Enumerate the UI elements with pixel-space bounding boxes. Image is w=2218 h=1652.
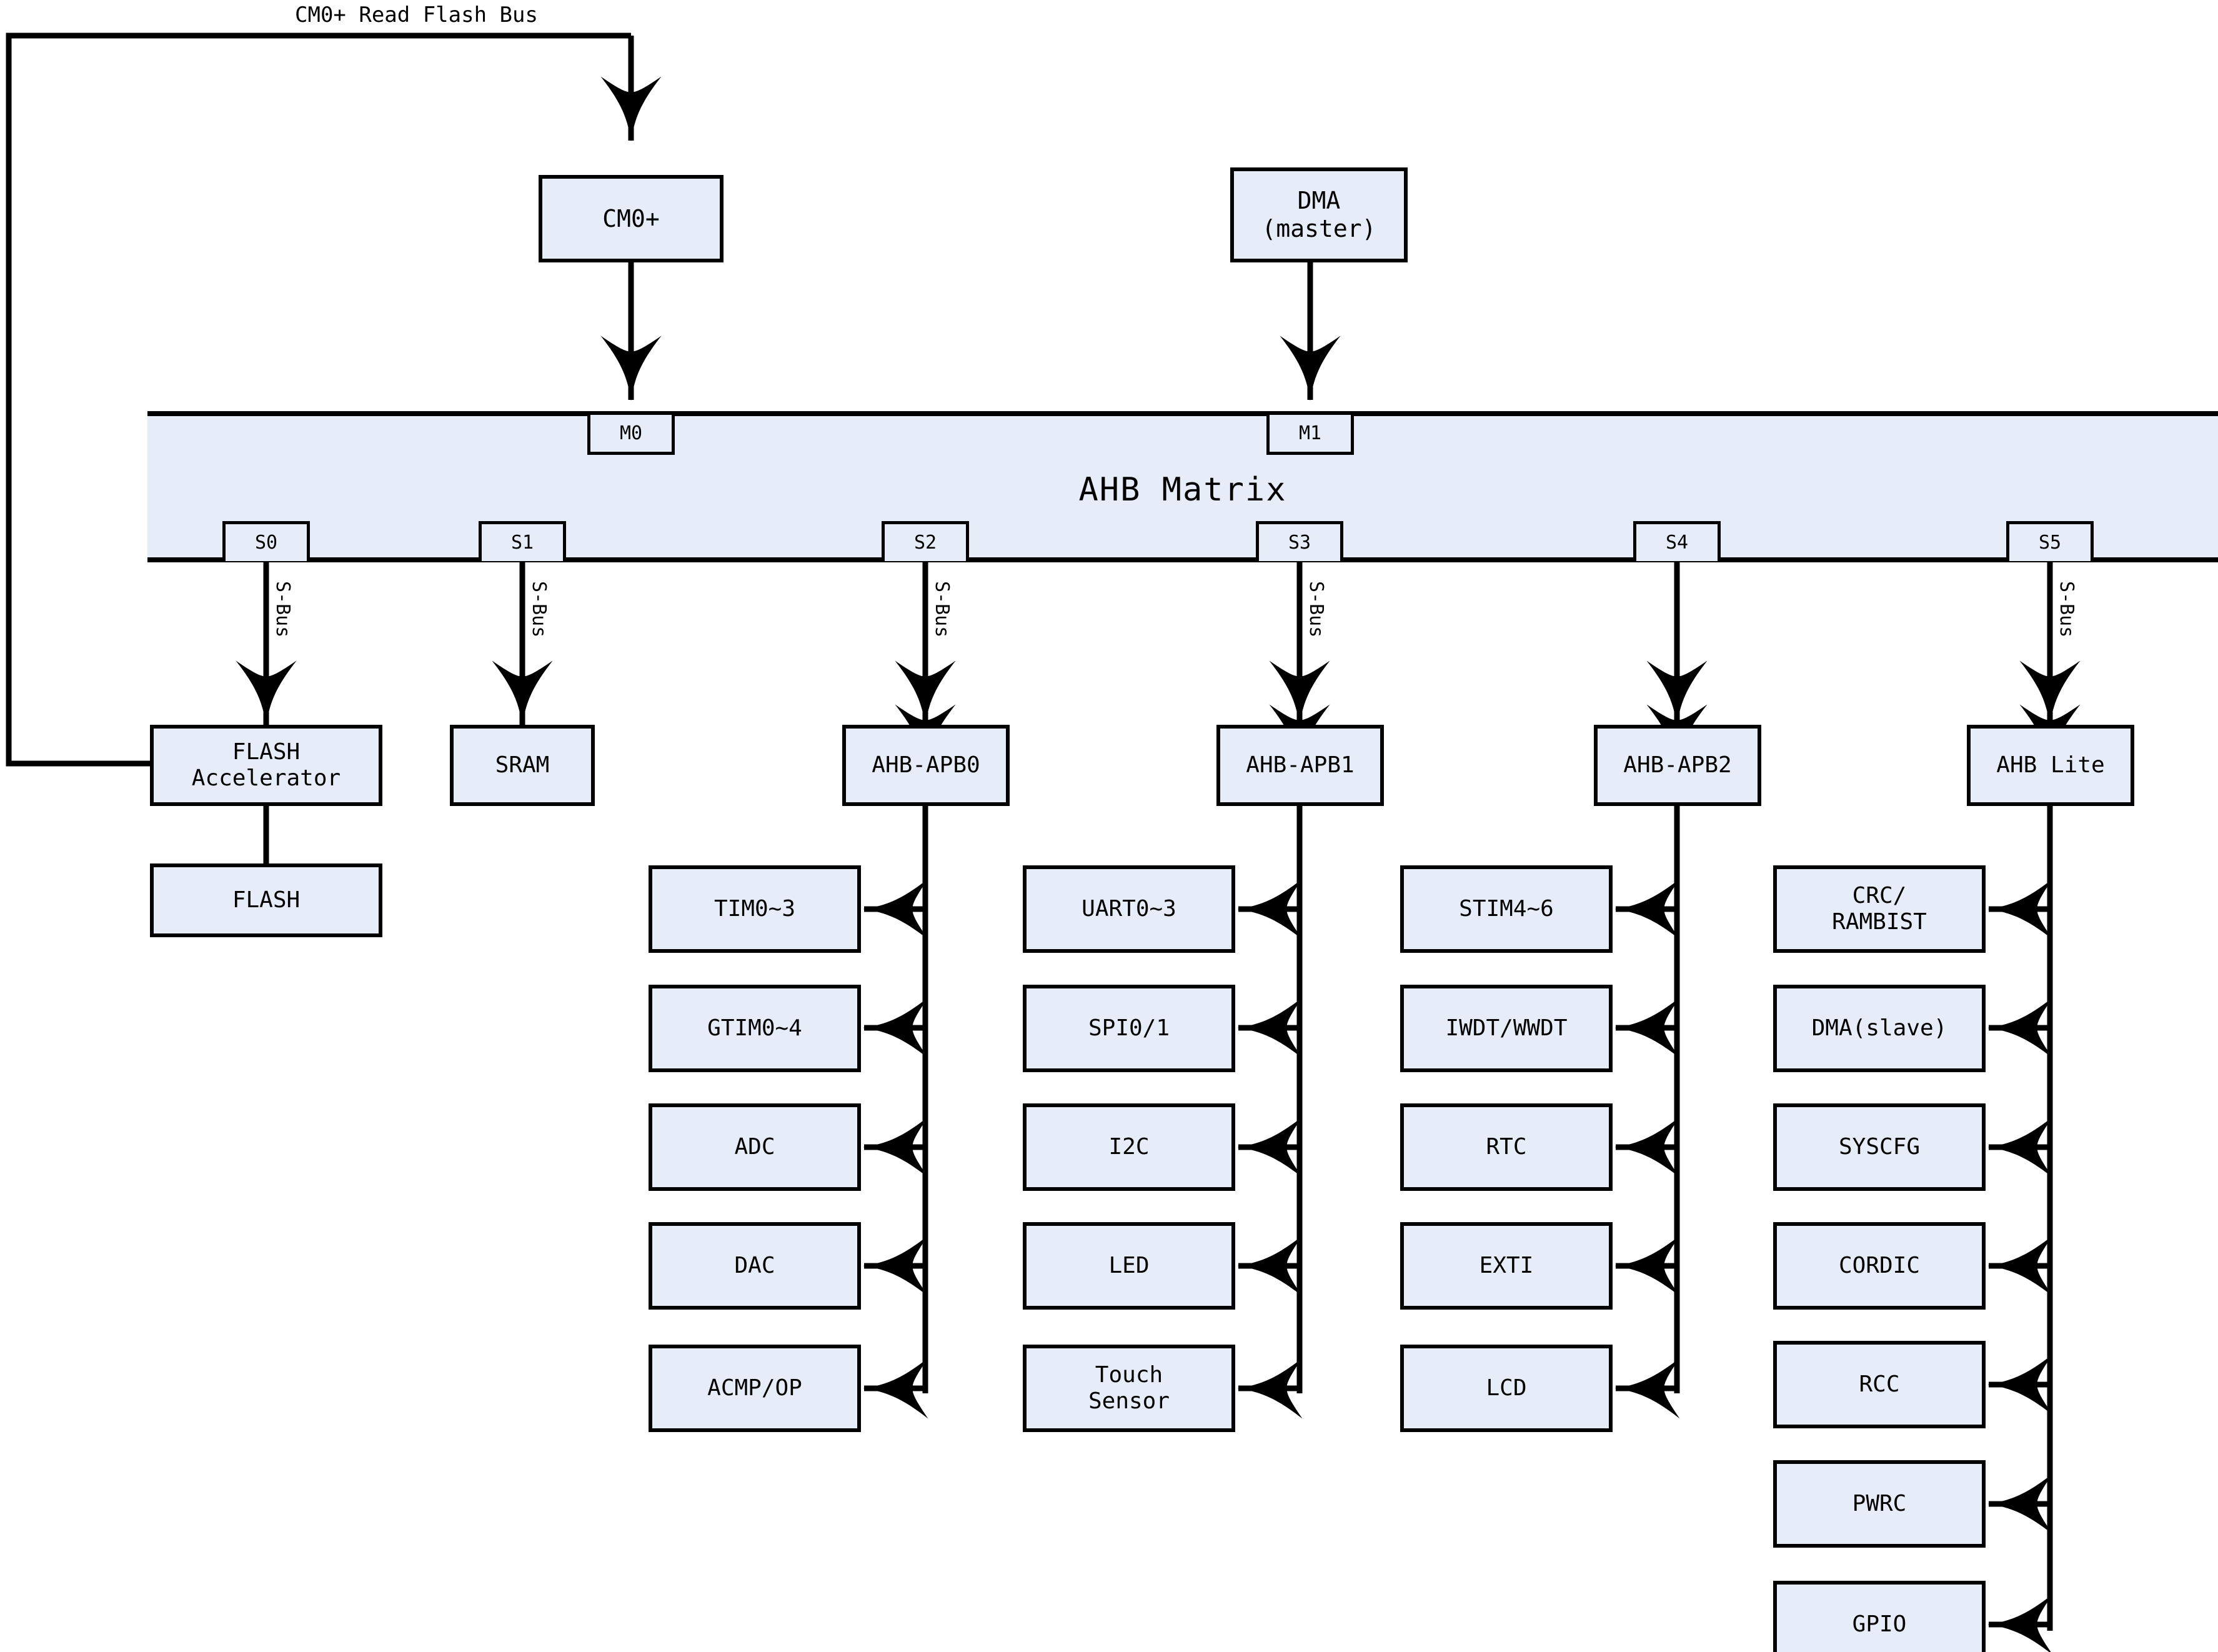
apb0-peripheral-wires (863, 704, 956, 1419)
peripheral-dma-slave[interactable]: DMA(slave) (1773, 985, 1986, 1072)
peripheral-pwrc[interactable]: PWRC (1773, 1460, 1986, 1548)
ahb-matrix-title: AHB Matrix (1078, 471, 1287, 509)
cm0-block[interactable]: CM0+ (539, 175, 724, 262)
ahb-apb0-block[interactable]: AHB-APB0 (842, 725, 1010, 806)
matrix-port-s2[interactable]: S2 (882, 521, 969, 561)
peripheral-gtim0-4[interactable]: GTIM0~4 (649, 985, 861, 1072)
peripheral-cordic[interactable]: CORDIC (1773, 1222, 1986, 1310)
peripheral-stim4-6[interactable]: STIM4~6 (1400, 865, 1613, 953)
ahb-lite-block[interactable]: AHB Lite (1967, 725, 2134, 806)
matrix-port-s5[interactable]: S5 (2006, 521, 2094, 561)
peripheral-touch-sensor[interactable]: Touch Sensor (1023, 1345, 1235, 1432)
peripheral-crc-rambist[interactable]: CRC/ RAMBIST (1773, 865, 1986, 953)
peripheral-iwdt-wwdt[interactable]: IWDT/WWDT (1400, 985, 1613, 1072)
flash-block[interactable]: FLASH (150, 863, 382, 937)
peripheral-i2c[interactable]: I2C (1023, 1103, 1235, 1191)
peripheral-rcc[interactable]: RCC (1773, 1341, 1986, 1428)
flash-accelerator-block[interactable]: FLASH Accelerator (150, 725, 382, 806)
sram-block[interactable]: SRAM (450, 725, 595, 806)
matrix-port-s1[interactable]: S1 (479, 521, 566, 561)
ahb-lite-peripheral-wires (1987, 704, 2081, 1652)
peripheral-gpio[interactable]: GPIO (1773, 1581, 1986, 1652)
sbus-label-s1: S-Bus (528, 581, 550, 638)
sbus-wires (236, 498, 2081, 726)
peripheral-tim0-3[interactable]: TIM0~3 (649, 865, 861, 953)
peripheral-acmp-op[interactable]: ACMP/OP (649, 1345, 861, 1432)
sbus-label-s2: S-Bus (931, 581, 953, 638)
ahb-apb1-block[interactable]: AHB-APB1 (1216, 725, 1384, 806)
cm0-read-flash-bus-wire (6, 32, 662, 767)
peripheral-syscfg[interactable]: SYSCFG (1773, 1103, 1986, 1191)
peripheral-dac[interactable]: DAC (649, 1222, 861, 1310)
matrix-port-m1[interactable]: M1 (1266, 415, 1354, 455)
apb2-peripheral-wires (1614, 704, 1708, 1419)
apb1-peripheral-wires (1237, 704, 1330, 1419)
sbus-label-s5: S-Bus (2056, 581, 2077, 638)
peripheral-spi0-1[interactable]: SPI0/1 (1023, 985, 1235, 1072)
peripheral-rtc[interactable]: RTC (1400, 1103, 1613, 1191)
matrix-port-s0[interactable]: S0 (222, 521, 310, 561)
peripheral-lcd[interactable]: LCD (1400, 1345, 1613, 1432)
matrix-port-m0[interactable]: M0 (587, 415, 675, 455)
peripheral-led[interactable]: LED (1023, 1222, 1235, 1310)
peripheral-adc[interactable]: ADC (649, 1103, 861, 1191)
ahb-matrix-block[interactable]: AHB Matrix (147, 411, 2218, 562)
dma-master-block[interactable]: DMA (master) (1230, 167, 1408, 262)
sbus-label-s3: S-Bus (1305, 581, 1327, 638)
ahb-apb2-block[interactable]: AHB-APB2 (1594, 725, 1761, 806)
matrix-port-s3[interactable]: S3 (1256, 521, 1343, 561)
peripheral-exti[interactable]: EXTI (1400, 1222, 1613, 1310)
matrix-port-s4[interactable]: S4 (1633, 521, 1721, 561)
cm0-read-flash-bus-label: CM0+ Read Flash Bus (295, 2, 538, 27)
sbus-label-s0: S-Bus (272, 581, 294, 638)
peripheral-uart0-3[interactable]: UART0~3 (1023, 865, 1235, 953)
